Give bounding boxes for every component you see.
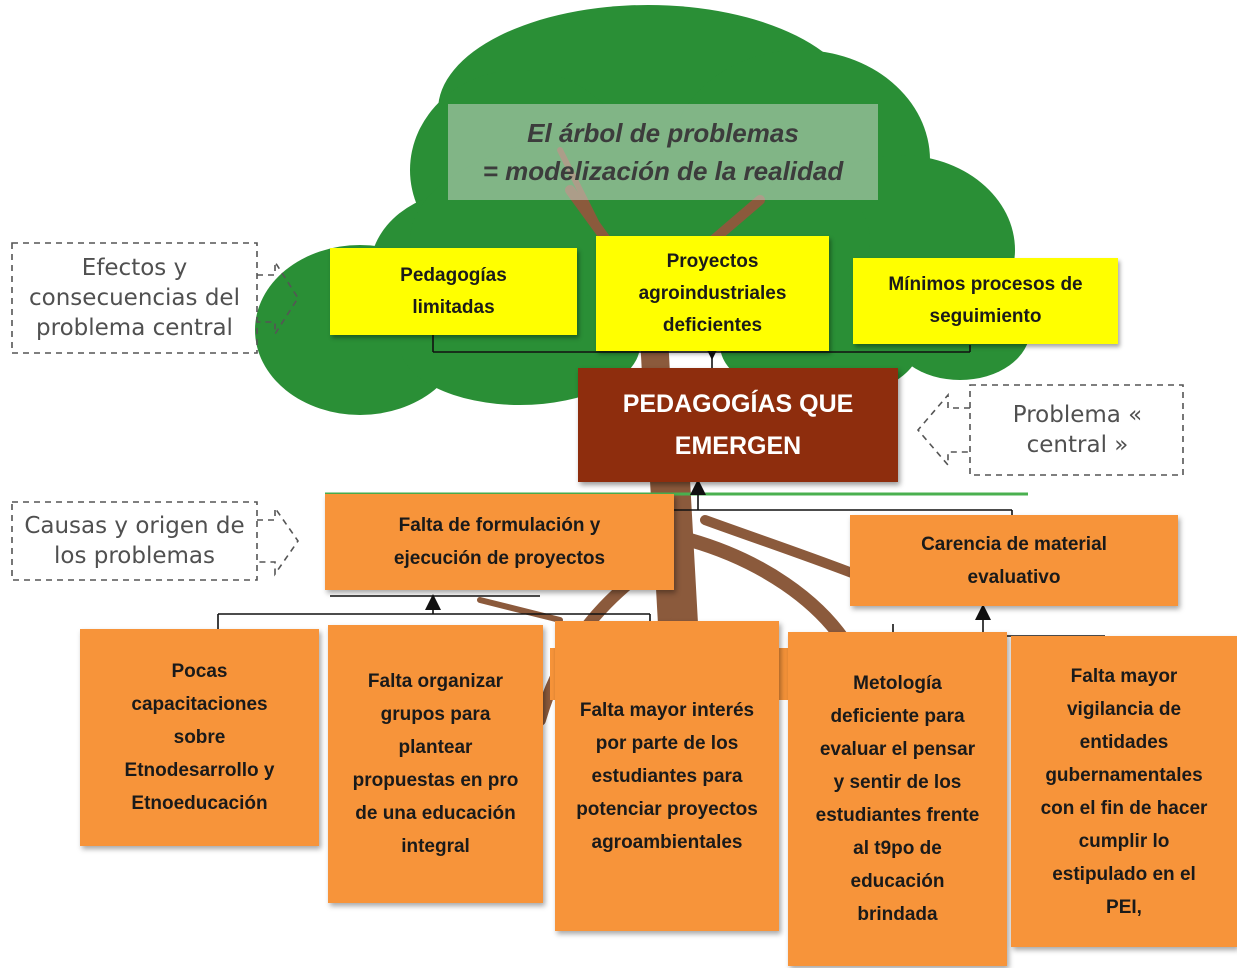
effect-connectors (432, 335, 971, 370)
diagram-banner: El árbol de problemas = modelización de … (448, 104, 878, 200)
effect-box-3: Mínimos procesos de seguimiento (853, 258, 1118, 344)
effects-side-label: Efectos y consecuencias del problema cen… (29, 255, 240, 341)
effect-box-1: Pedagogías limitadas (330, 248, 577, 335)
banner-line-1: El árbol de problemas (527, 118, 799, 148)
sub-cause-box-4: Metología deficiente para evaluar el pen… (788, 632, 1007, 966)
primary-cause-box-1: Falta de formulación y ejecución de proy… (325, 494, 674, 590)
sub-cause-box-3: Falta mayor interés por parte de los est… (555, 621, 779, 931)
sub-cause-box-1: Pocas capacitaciones sobre Etnodesarroll… (80, 629, 319, 846)
sub-cause-box-5: Falta mayor vigilancia de entidades gube… (1011, 636, 1237, 947)
causes-side-label: Causas y origen de los problemas (24, 513, 245, 569)
primary-cause-box-2: Carencia de material evaluativo (850, 515, 1178, 606)
callout-frames (11, 242, 1184, 581)
banner-line-2: = modelización de la realidad (482, 156, 844, 186)
effect-box-2: Proyectos agroindustriales deficientes (596, 236, 829, 351)
central-problem-box: PEDAGOGÍAS QUE EMERGEN (578, 368, 898, 482)
central-side-label: Problema « central » (1012, 402, 1143, 458)
sub-cause-box-2: Falta organizar grupos para plantear pro… (328, 625, 543, 903)
